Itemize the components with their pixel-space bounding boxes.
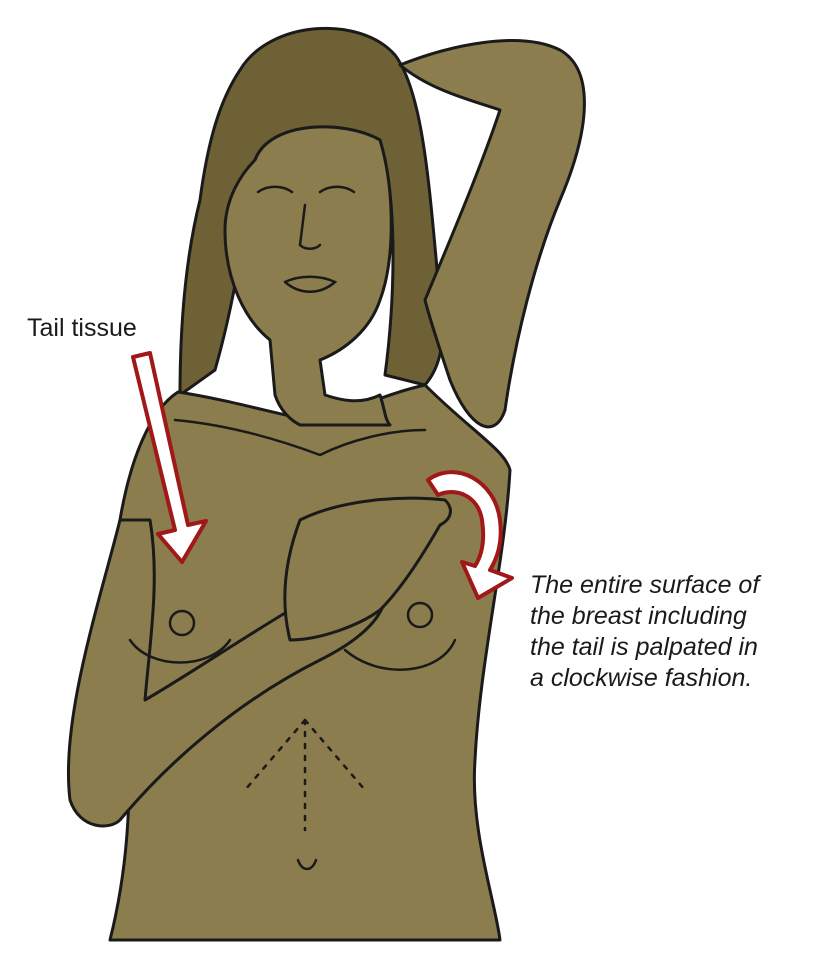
clockwise-curved-arrow-icon (426, 470, 514, 600)
caption-line: the breast including (530, 602, 747, 630)
raised-arm (398, 39, 586, 429)
navel (296, 858, 318, 871)
midline (243, 718, 367, 832)
left-nipple (168, 609, 196, 637)
right-nipple (406, 601, 434, 629)
caption-line: The entire surface of (530, 571, 760, 599)
tail-tissue-label: Tail tissue (27, 314, 137, 342)
caption-line: the tail is palpated in (530, 633, 758, 661)
mouth (283, 275, 338, 293)
right-eye (318, 185, 356, 194)
right-breast-line (343, 638, 457, 671)
hand (283, 496, 452, 642)
caption-line: a clockwise fashion. (530, 664, 753, 692)
nose (298, 203, 322, 250)
folded-arm (66, 518, 387, 828)
left-eye (256, 185, 294, 194)
palpation-caption: The entire surface of the breast includi… (530, 570, 830, 694)
left-breast-line (128, 638, 232, 664)
collarbone (173, 418, 427, 457)
straight-down-arrow-icon (131, 351, 208, 564)
